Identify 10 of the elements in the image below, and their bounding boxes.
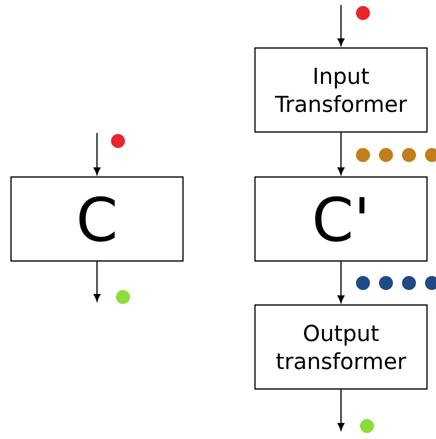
arrow xyxy=(338,390,344,430)
process-box: C xyxy=(10,176,184,262)
arrow xyxy=(94,262,100,302)
arrow xyxy=(338,132,344,175)
process-box: Output transformer xyxy=(254,304,428,390)
arrow xyxy=(338,262,344,303)
arrow xyxy=(94,133,100,175)
arrow xyxy=(338,5,344,46)
process-box: C' xyxy=(254,176,428,262)
process-box: Input Transformer xyxy=(254,47,428,133)
